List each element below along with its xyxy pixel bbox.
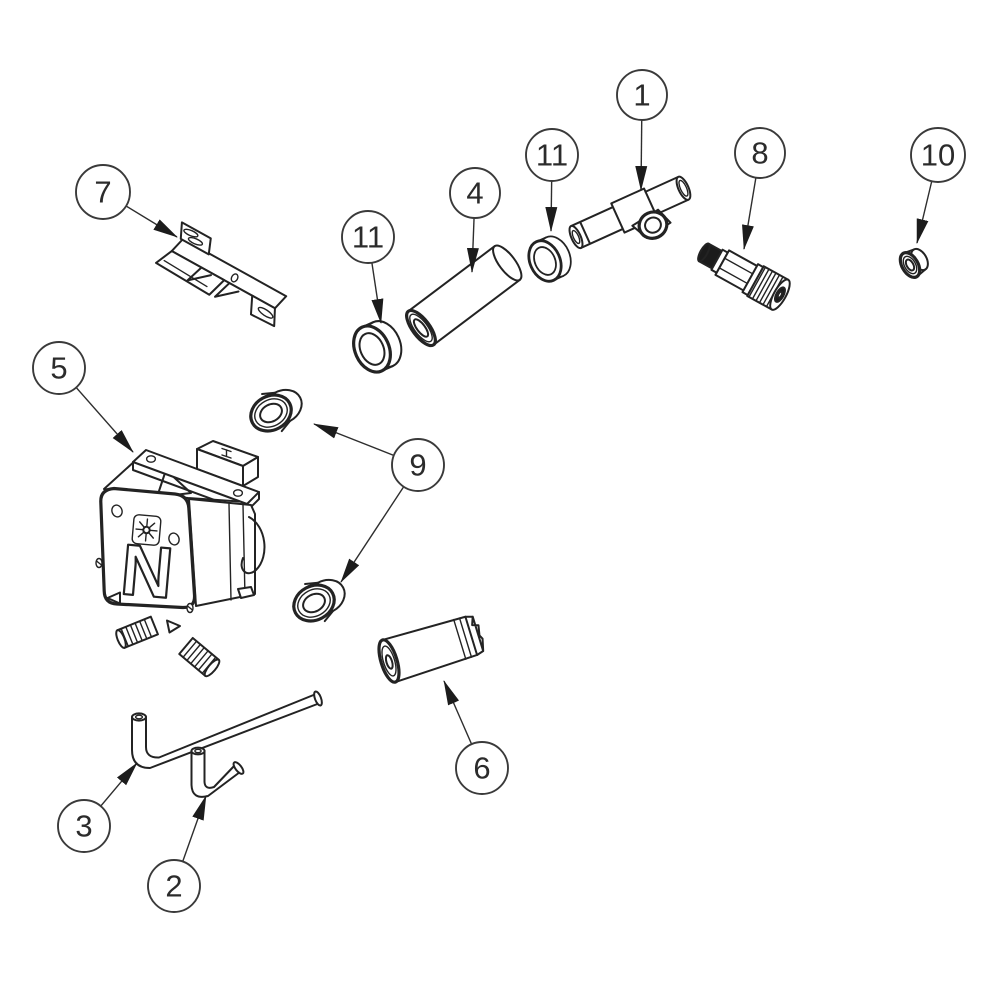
part-mounting-bracket [155, 221, 288, 328]
svg-text:11: 11 [352, 220, 384, 255]
pump-wire [240, 516, 266, 575]
pump-front-face: N [95, 486, 197, 634]
pump-fitting-left [115, 615, 159, 649]
part-small-grommet [898, 247, 929, 279]
callout-11-upper-circle[interactable] [525, 128, 579, 182]
callout-4-circle[interactable] [449, 167, 501, 219]
impeller-icon [131, 514, 162, 546]
callout-6[interactable]: 6 [443, 680, 509, 795]
part-short-elbow-tube [190, 746, 245, 798]
brand-logo-n: N [118, 530, 177, 614]
part-grommet-upper [249, 388, 303, 433]
part-long-elbow-tube [131, 690, 323, 769]
pump-connector-block [196, 440, 259, 487]
flow-arrow-left [106, 591, 121, 605]
callout-11-upper[interactable]: 11 [525, 128, 579, 232]
callout-10[interactable]: 10 [910, 127, 966, 244]
svg-text:4: 4 [466, 176, 483, 211]
part-check-valve [697, 242, 791, 311]
callout-1-circle[interactable] [616, 69, 668, 121]
part-collar-ring-upper [527, 235, 572, 283]
svg-text:5: 5 [50, 351, 67, 386]
part-canister-filter [377, 615, 485, 684]
svg-text:8: 8 [751, 136, 768, 171]
callout-5-circle[interactable] [32, 341, 86, 395]
callout-2-circle[interactable] [147, 859, 201, 913]
callout-7[interactable]: 7 [75, 164, 178, 238]
callout-9[interactable]: 9 [313, 423, 445, 583]
pump-fitting-right [178, 636, 221, 678]
svg-text:10: 10 [921, 138, 955, 173]
callout-8[interactable]: 8 [734, 127, 786, 250]
callout-1[interactable]: 1 [616, 69, 668, 191]
svg-text:6: 6 [473, 751, 490, 786]
callout-10-circle[interactable] [910, 127, 966, 183]
svg-text:9: 9 [409, 448, 426, 483]
callout-8-circle[interactable] [734, 127, 786, 179]
callout-7-circle[interactable] [75, 164, 131, 220]
svg-text:2: 2 [165, 869, 182, 904]
callout-4[interactable]: 4 [449, 167, 501, 273]
svg-text:1: 1 [633, 78, 650, 113]
callout-11-lower[interactable]: 11 [341, 210, 395, 324]
svg-text:7: 7 [94, 175, 111, 210]
callout-2[interactable]: 2 [147, 795, 207, 913]
part-pump-assembly: N [95, 440, 266, 678]
part-cylindrical-sleeve [405, 244, 523, 348]
pump-motor-body [188, 498, 266, 607]
part-collar-ring-lower [352, 320, 403, 374]
callout-9-circle[interactable] [391, 438, 445, 492]
part-grommet-lower [292, 578, 346, 623]
callout-3-circle[interactable] [57, 799, 111, 853]
svg-text:3: 3 [75, 809, 92, 844]
flow-arrow-right [166, 619, 181, 634]
callout-6-circle[interactable] [455, 741, 509, 795]
part-tee-fitting [568, 175, 692, 250]
callout-11-lower-circle[interactable] [341, 210, 395, 264]
callout-5[interactable]: 5 [32, 341, 134, 453]
callout-3[interactable]: 3 [57, 762, 138, 853]
svg-text:11: 11 [536, 138, 568, 173]
